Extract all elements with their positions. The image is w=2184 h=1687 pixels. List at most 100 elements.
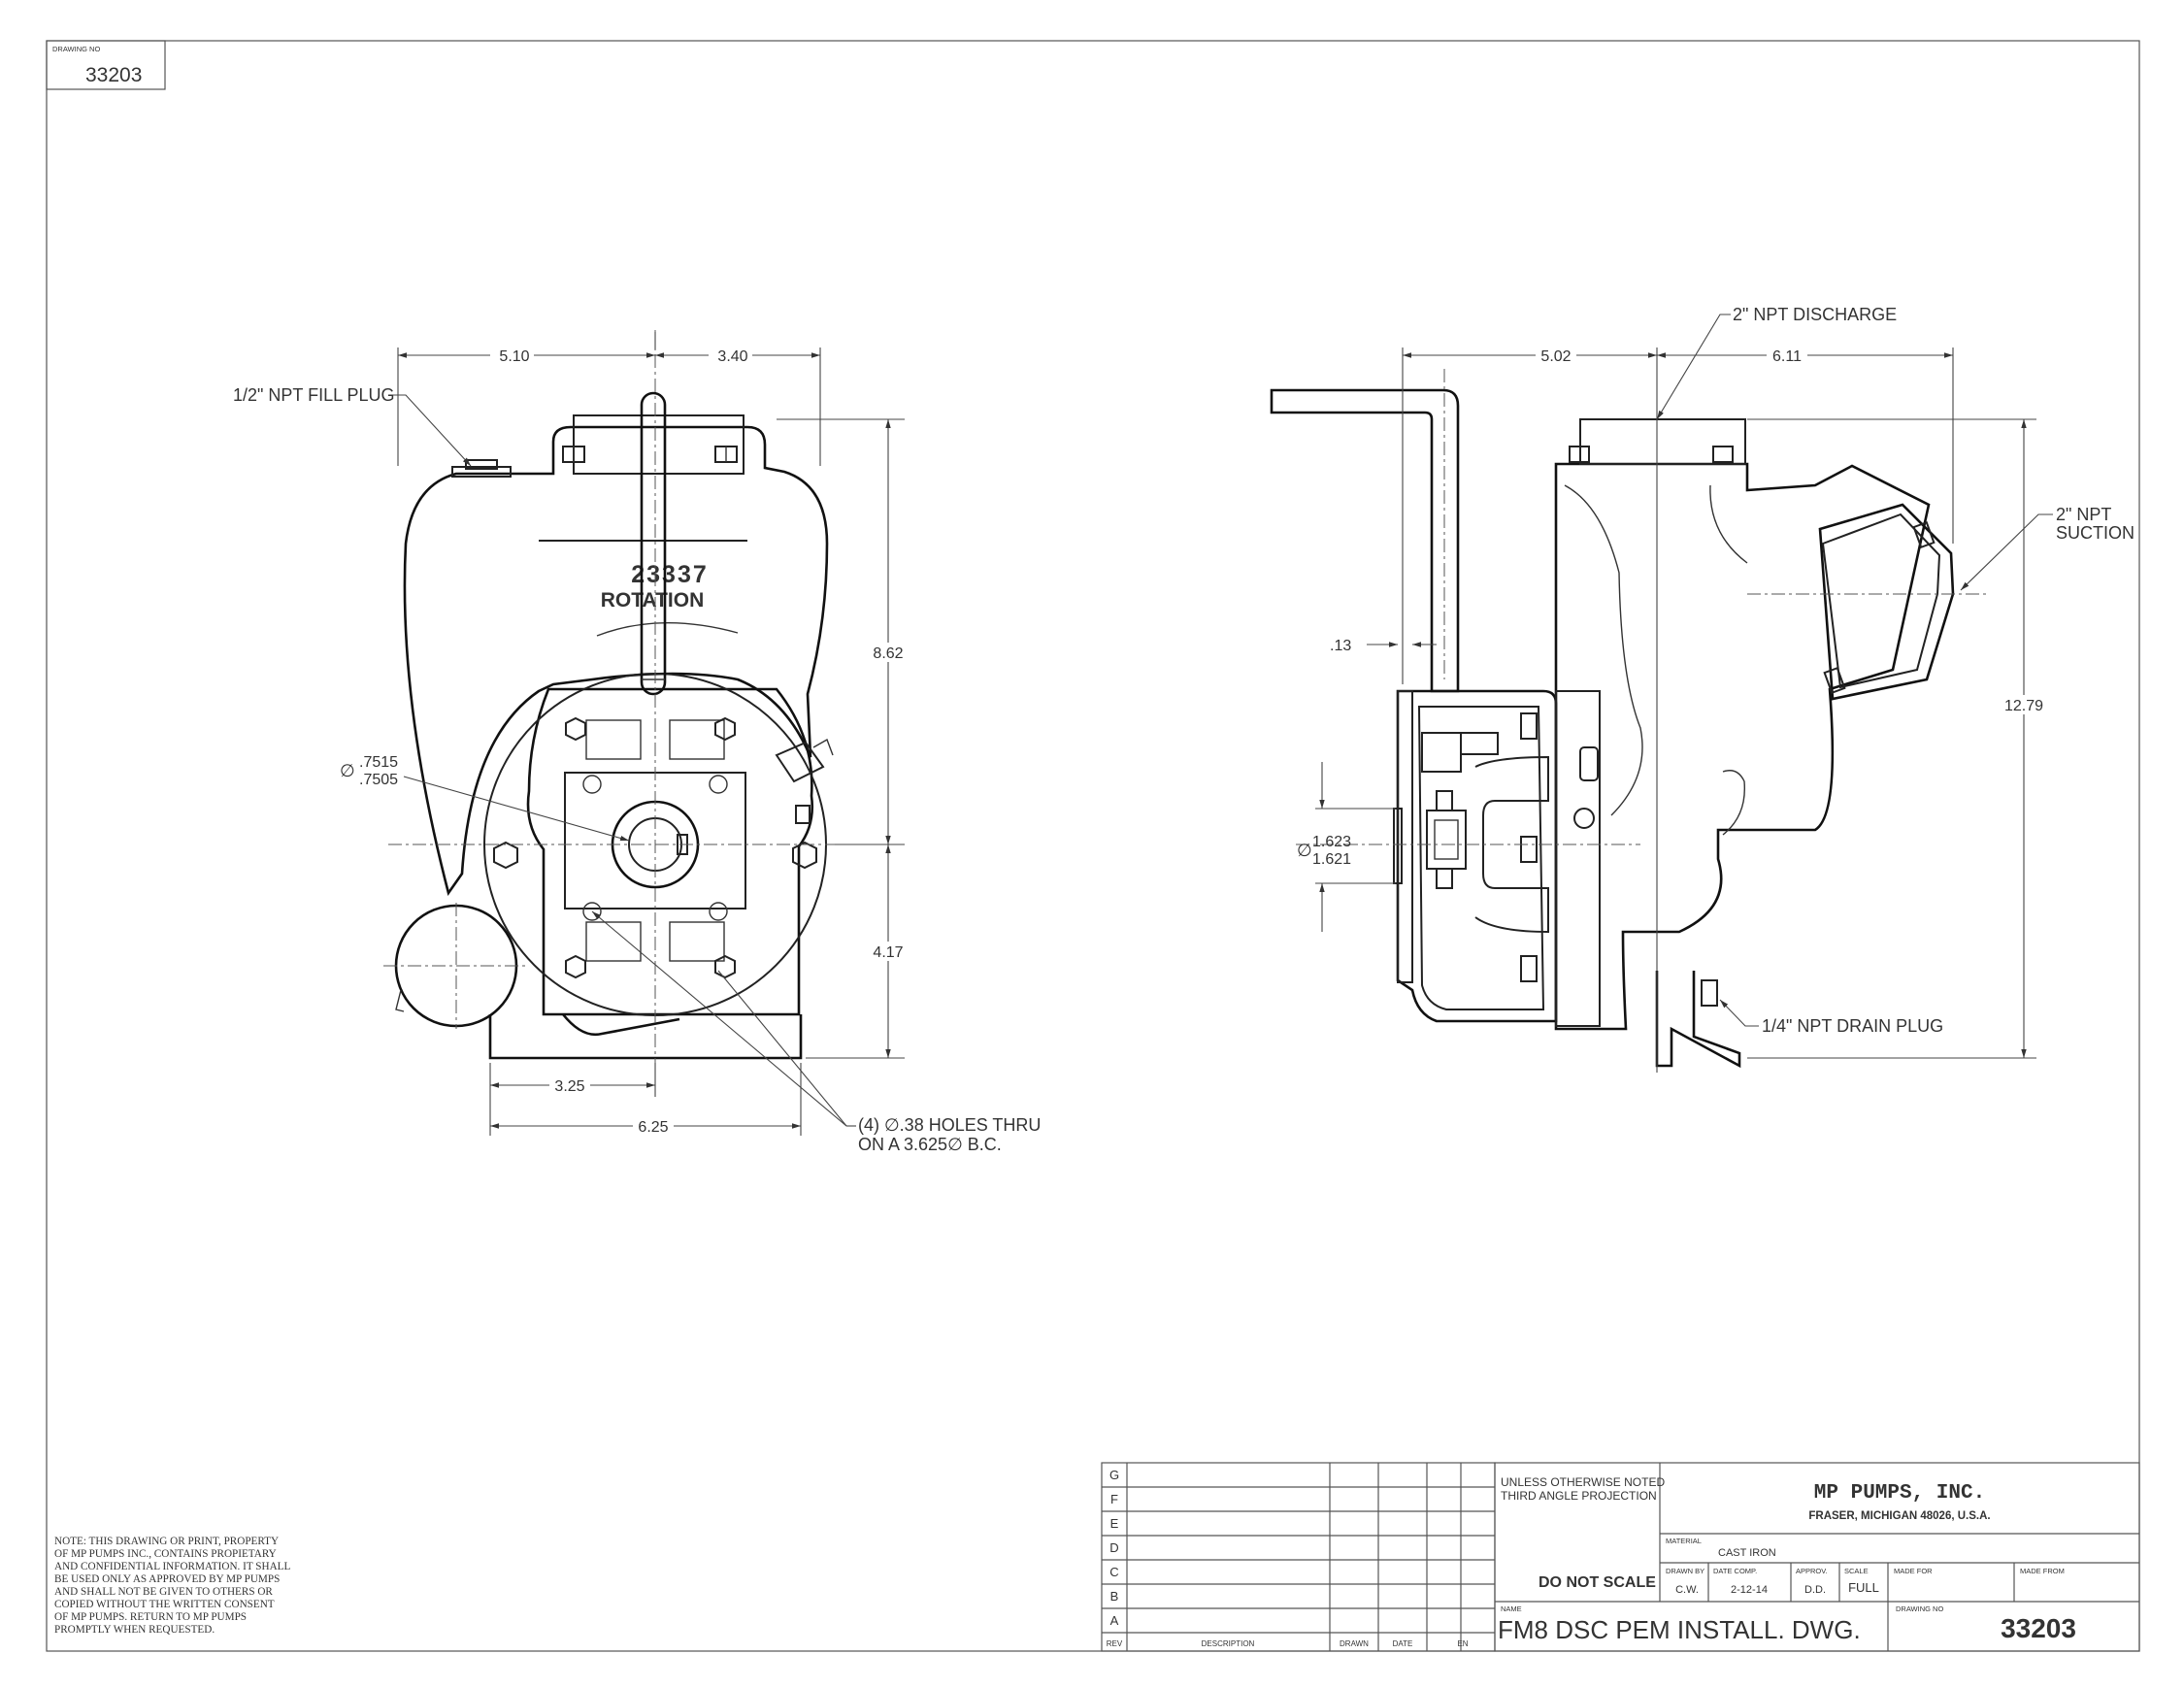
rev-row-e: E [1110,1516,1119,1531]
note-line: AND SHALL NOT BE GIVEN TO OTHERS OR [54,1586,273,1598]
shaft-dia-lower: .7505 [359,772,398,788]
front-top-block [573,414,745,475]
dim-6-11: 6.11 [1772,348,1802,365]
fill-plug-body [451,466,512,478]
note-line: PROMPTLY WHEN REQUESTED. [54,1624,215,1636]
rev-row-f: F [1110,1492,1118,1506]
drawing-no-box-value: 33203 [85,64,142,86]
title-block: UNLESS OTHERWISE NOTED THIRD ANGLE PROJE… [1494,1462,2140,1652]
discharge-label: 2" NPT DISCHARGE [1733,305,1897,324]
scale-value: FULL [1848,1580,1879,1595]
front-base [488,1013,803,1060]
drawn-by-value: C.W. [1675,1584,1699,1596]
drawn-by-label: DRAWN BY [1666,1567,1704,1575]
note-line: OF MP PUMPS. RETURN TO MP PUMPS [54,1611,247,1623]
side-motor-adapter [1396,689,1558,1023]
drain-plug-label: 1/4" NPT DRAIN PLUG [1762,1016,1943,1036]
front-adapter-flange [526,687,813,1016]
side-dia-upper: 1.623 [1312,834,1351,850]
holes-line1: (4) ∅.38 HOLES THRU [858,1115,1041,1135]
side-view: 5.02 6.11 12.79 .13 ∅ 1.623 1.621 2" NPT… [1270,305,2134,1073]
suction-line1: 2" NPT [2056,505,2111,524]
company-name: MP PUMPS, INC. [1814,1482,1985,1505]
side-coupling [1426,810,1467,870]
drawing-no-value: 33203 [2001,1613,2076,1643]
rev-row-b: B [1110,1589,1119,1604]
company-address: FRASER, MICHIGAN 48026, U.S.A. [1808,1510,1990,1522]
rev-row-c: C [1109,1565,1118,1579]
front-dimensions: 5.10 3.40 8.62 4.17 3.25 6.25 [397,332,908,1136]
side-callouts: 2" NPT DISCHARGE 2" NPT SUCTION 1/4" NPT… [1656,305,2134,1036]
side-suction-flange [1818,503,1955,701]
fill-plug-label: 1/2" NPT FILL PLUG [233,385,394,405]
material-value: CAST IRON [1718,1547,1776,1559]
rev-row-a: A [1110,1613,1119,1628]
do-not-scale: DO NOT SCALE [1539,1574,1656,1591]
side-dia-lower: 1.621 [1312,851,1351,868]
side-adapter-face [1397,690,1413,983]
drawing-no-box-label: DRAWING NO [52,45,100,53]
name-label: NAME [1501,1604,1522,1613]
drawing-name: FM8 DSC PEM INSTALL. DWG. [1498,1615,1861,1644]
proprietary-note: NOTE: THIS DRAWING OR PRINT, PROPERTY OF… [54,1536,290,1636]
scale-label: SCALE [1844,1567,1869,1575]
dim-4-17: 4.17 [873,944,903,961]
note-line: AND CONFIDENTIAL INFORMATION. IT SHALL [54,1561,290,1572]
revision-block: G F E D C B A REV DESCRIPTION DRAWN DATE… [1101,1462,1496,1652]
rev-col-drawn: DRAWN [1340,1639,1369,1648]
approv-label: APPROV. [1796,1567,1828,1575]
dim-0-13: .13 [1330,638,1351,654]
side-bolts [1520,712,1599,982]
front-view: 23337 ROTATION [233,330,1041,1154]
side-base-foot [1655,971,1741,1069]
front-flange-bolts [493,716,817,979]
sheet-border [46,40,2140,1652]
dim-5-10: 5.10 [499,348,529,365]
note-line: BE USED ONLY AS APPROVED BY MP PUMPS [54,1573,280,1585]
side-casing-outline [1554,462,1931,1031]
rev-col-rev: REV [1107,1639,1123,1648]
drawing-number-box: DRAWING NO 33203 [46,40,166,90]
front-casing-outline [403,425,829,897]
note-line: OF MP PUMPS INC., CONTAINS PROPIETARY [54,1548,277,1560]
material-label: MATERIAL [1666,1537,1702,1545]
date-comp-label: DATE COMP. [1713,1567,1757,1575]
suction-line2: SUCTION [2056,523,2134,543]
casting-rotation: ROTATION [601,589,705,612]
front-callouts: 1/2" NPT FILL PLUG ∅ .7515 .7505 (4) ∅.3… [233,385,1041,1154]
note-line: COPIED WITHOUT THE WRITTEN CONSENT [54,1599,275,1610]
shaft-dia-upper: .7515 [359,754,398,771]
dim-5-02: 5.02 [1540,348,1571,365]
holes-line2: ON A 3.625∅ B.C. [858,1135,1002,1154]
approv-value: D.D. [1804,1584,1826,1596]
dim-3-25: 3.25 [554,1078,584,1095]
side-dia-symbol: ∅ [1297,841,1312,860]
side-dimensions: 5.02 6.11 12.79 .13 ∅ 1.623 1.621 [1297,346,2048,1073]
side-backplate [1555,690,1601,1027]
side-drain-plug [1701,979,1718,1007]
shaft-dia-symbol: ∅ [340,761,355,780]
dim-12-79: 12.79 [2004,698,2043,714]
date-comp-value: 2-12-14 [1731,1584,1768,1596]
side-vent-tube [1270,388,1460,693]
rev-col-date: DATE [1393,1639,1413,1648]
rev-col-description: DESCRIPTION [1202,1639,1255,1648]
made-from-label: MADE FROM [2020,1567,2065,1575]
dim-6-25: 6.25 [638,1119,668,1136]
side-top-block [1579,418,1746,465]
rev-row-d: D [1109,1540,1118,1555]
unless-line1: UNLESS OTHERWISE NOTED [1501,1475,1665,1489]
note-line: NOTE: THIS DRAWING OR PRINT, PROPERTY [54,1536,279,1547]
drawing-no-label: DRAWING NO [1896,1604,1943,1613]
made-for-label: MADE FOR [1894,1567,1933,1575]
casting-number: 23337 [631,561,709,588]
rev-col-en: EN [1457,1639,1468,1648]
front-valve-fitting [775,741,825,783]
front-vent-tube [640,391,667,696]
dim-8-62: 8.62 [873,645,903,662]
unless-line2: THIRD ANGLE PROJECTION [1501,1489,1657,1503]
dim-3-40: 3.40 [717,348,747,365]
front-top-bolts [562,446,738,463]
rev-row-g: G [1109,1468,1119,1482]
